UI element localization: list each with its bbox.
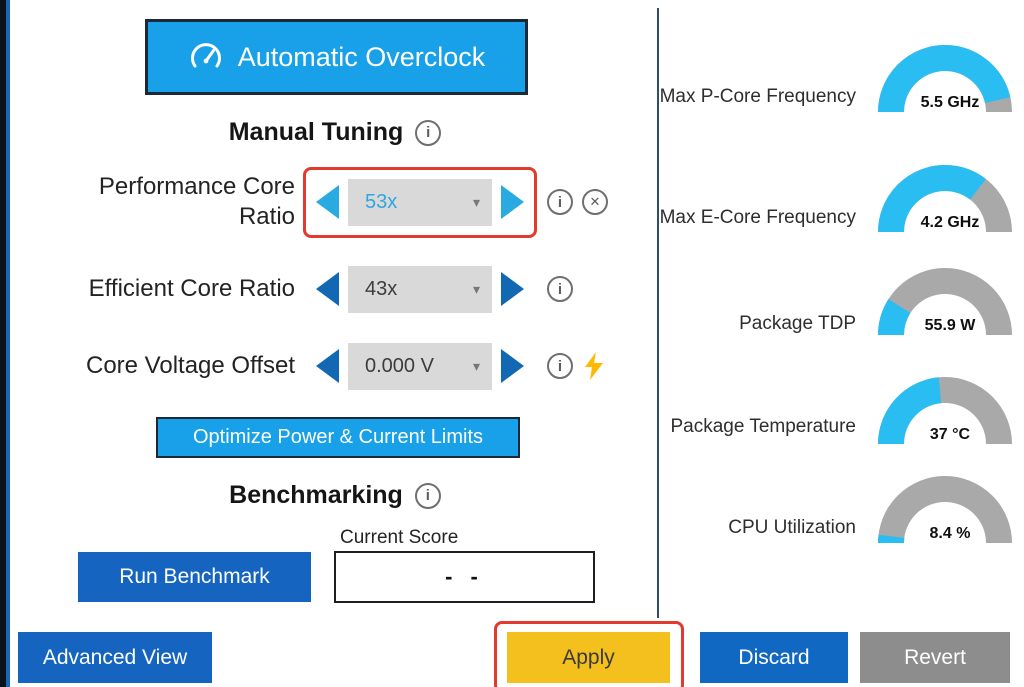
run-benchmark-button[interactable]: Run Benchmark	[78, 552, 311, 602]
benchmarking-heading-row: Benchmarking i	[110, 481, 560, 510]
current-score-label: Current Score	[340, 527, 459, 548]
core-voltage-offset-dropdown[interactable]: 0.000 V ▾	[348, 342, 492, 390]
advanced-view-button[interactable]: Advanced View	[18, 632, 212, 683]
core-voltage-offset-controls: 0.000 V ▾	[303, 331, 537, 402]
optimize-power-current-limits-button[interactable]: Optimize Power & Current Limits	[156, 417, 520, 458]
revert-button[interactable]: Revert	[860, 632, 1010, 683]
gauge-package-tdp: 55.9 W	[876, 265, 1014, 335]
core-voltage-offset-info-icon[interactable]: i	[547, 353, 573, 379]
core-voltage-offset-row: Core Voltage Offset 0.000 V ▾ i	[40, 324, 606, 408]
manual-tuning-title: Manual Tuning	[228, 118, 404, 146]
gauge-package-temperature: 37 °C	[876, 374, 1014, 444]
performance-core-ratio-row: Performance Core Ratio 53x ▾ i ✕	[40, 160, 608, 244]
chevron-down-icon: ▾	[472, 280, 480, 297]
increase-arrow-button[interactable]	[501, 185, 524, 219]
gauge-value: 4.2 GHz	[920, 214, 980, 231]
efficient-core-ratio-dropdown[interactable]: 43x ▾	[348, 265, 492, 313]
panel-divider	[657, 8, 659, 618]
gauge-label-package-temperature: Package Temperature	[670, 416, 856, 437]
increase-arrow-button[interactable]	[501, 272, 524, 306]
discard-button[interactable]: Discard	[700, 632, 848, 683]
window-edge-strip	[0, 0, 10, 687]
speedometer-icon	[190, 43, 221, 68]
row-icons: i	[547, 352, 606, 380]
increase-arrow-button[interactable]	[501, 349, 524, 383]
apply-button[interactable]: Apply	[507, 632, 670, 683]
optimize-button-label: Optimize Power & Current Limits	[192, 426, 484, 448]
performance-core-ratio-value: 53x	[365, 190, 398, 213]
decrease-arrow-button[interactable]	[316, 185, 339, 219]
efficient-core-ratio-label: Efficient Core Ratio	[88, 275, 295, 302]
gauge-label-cpu-utilization: CPU Utilization	[728, 517, 856, 538]
efficient-core-ratio-controls: 43x ▾	[303, 254, 537, 325]
performance-core-ratio-info-icon[interactable]: i	[547, 189, 573, 215]
lightning-bolt-icon	[585, 352, 603, 380]
chevron-down-icon: ▾	[472, 357, 480, 374]
chevron-down-icon: ▾	[472, 193, 480, 210]
automatic-overclock-button[interactable]: Automatic Overclock	[145, 19, 528, 95]
gauge-value: 55.9 W	[924, 317, 976, 334]
core-voltage-offset-label: Core Voltage Offset	[85, 352, 295, 379]
decrease-arrow-button[interactable]	[316, 272, 339, 306]
gauge-label-package-tdp: Package TDP	[739, 313, 856, 334]
performance-core-ratio-highlight-box: 53x ▾	[303, 166, 537, 238]
efficient-core-ratio-row: Efficient Core Ratio 43x ▾ i	[40, 247, 573, 331]
row-icons: i	[547, 276, 573, 302]
gauge-value: 8.4 %	[929, 525, 971, 542]
row-icons: i ✕	[547, 189, 608, 215]
performance-core-ratio-dropdown[interactable]: 53x ▾	[348, 178, 492, 226]
core-voltage-offset-value: 0.000 V	[365, 354, 434, 377]
decrease-arrow-button[interactable]	[316, 349, 339, 383]
automatic-overclock-label: Automatic Overclock	[237, 41, 486, 72]
gauge-label-max-pcore-frequency: Max P-Core Frequency	[659, 86, 856, 107]
gauge-max-pcore-frequency: 5.5 GHz	[876, 42, 1014, 112]
performance-core-ratio-label: Performance Core Ratio	[98, 173, 295, 230]
gauge-cpu-utilization: 8.4 %	[876, 473, 1014, 543]
gauge-max-ecore-frequency: 4.2 GHz	[876, 162, 1014, 232]
manual-tuning-heading-row: Manual Tuning i	[110, 118, 560, 147]
manual-tuning-info-icon[interactable]: i	[415, 119, 442, 146]
current-score-box: - -	[334, 551, 595, 603]
gauge-label-max-ecore-frequency: Max E-Core Frequency	[659, 207, 856, 228]
efficient-core-ratio-value: 43x	[365, 277, 398, 300]
efficient-core-ratio-info-icon[interactable]: i	[547, 276, 573, 302]
reset-value-icon[interactable]: ✕	[582, 189, 608, 215]
gauge-value: 37 °C	[929, 426, 971, 443]
gauge-value: 5.5 GHz	[920, 94, 980, 111]
benchmarking-info-icon[interactable]: i	[414, 482, 441, 509]
benchmarking-title: Benchmarking	[229, 481, 403, 509]
